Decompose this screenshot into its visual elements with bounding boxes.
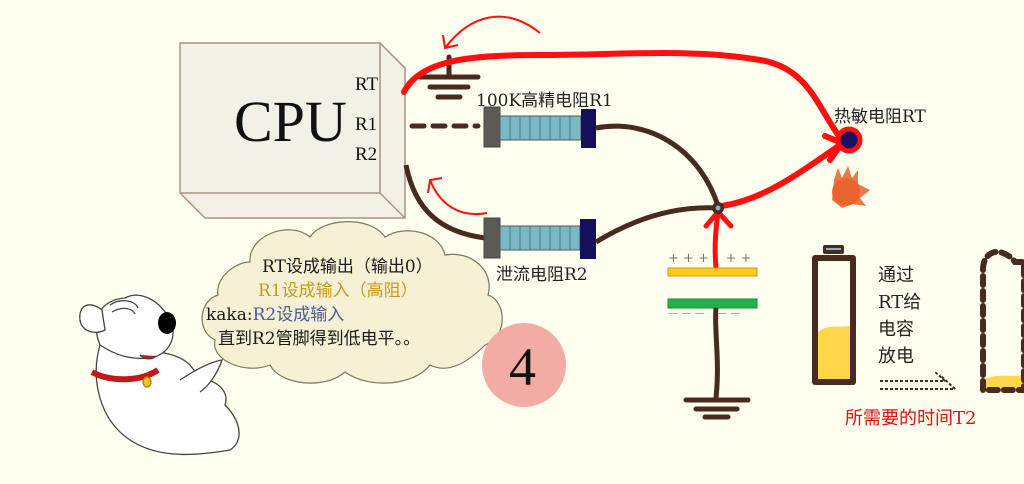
discharge-line-4: 放电 xyxy=(878,346,914,367)
discharge-text: 通过 RT给 电容 放电 xyxy=(878,262,921,370)
cloud-line-2: R1设成输入（高阻） xyxy=(258,280,418,302)
arrow-top xyxy=(444,15,541,49)
resistor-r2 xyxy=(483,217,596,259)
thermistor-label: 热敏电阻RT xyxy=(834,107,926,127)
speech-cloud xyxy=(201,221,503,384)
step-badge-circle xyxy=(482,323,566,407)
ground-symbol-bottom xyxy=(683,397,751,420)
battery-empty-icon xyxy=(980,249,1024,393)
r1-label: 100K高精电阻R1 xyxy=(476,91,613,111)
wire-r2-junction xyxy=(594,205,719,245)
capacitor xyxy=(667,267,758,399)
capacitor-plus-marks: + + + + + xyxy=(668,251,752,266)
cpu-label: CPU xyxy=(234,89,347,154)
heat-flame-icon xyxy=(832,166,870,208)
pin-r1-label: R1 xyxy=(355,114,378,135)
cloud-line-4-text: 直到R2管脚得到低电平。。 xyxy=(218,329,421,349)
cloud-line-3: kaka:R2设成输入 xyxy=(206,304,344,326)
cloud-line-3-prefix: kaka: xyxy=(206,305,253,325)
discharge-line-3: 电容 xyxy=(878,319,914,340)
r2-label: 泄流电阻R2 xyxy=(496,265,588,285)
cloud-line-1: RT设成输出（输出0） xyxy=(262,256,433,278)
step-badge-number: 4 xyxy=(509,337,536,397)
cpu-chip xyxy=(179,42,406,219)
pin-rt-label: RT xyxy=(355,74,379,95)
wire-r2-cpu xyxy=(403,164,486,241)
cloud-line-1-text: RT设成输出（输出0） xyxy=(262,257,433,277)
red-wire-rt xyxy=(401,49,845,143)
dotted-arrow xyxy=(880,371,958,390)
discharge-line-1: 通过 xyxy=(878,265,914,286)
pin-r2-label: R2 xyxy=(355,144,378,165)
discharge-time-caption: 所需要的时间T2 xyxy=(845,408,977,429)
thermistor-rt xyxy=(835,126,863,154)
cloud-line-4: 直到R2管脚得到低电平。。 xyxy=(218,328,420,350)
cartoon-dog xyxy=(79,294,240,456)
arrow-r2 xyxy=(429,179,488,216)
cloud-line-2-text: R1设成输入（高阻） xyxy=(258,281,418,301)
battery-full-icon xyxy=(812,245,856,385)
wire-r1-junction xyxy=(595,123,721,207)
red-wire-junction-rt xyxy=(719,142,843,209)
capacitor-minus-marks: — — — — — xyxy=(668,308,741,319)
resistor-r1 xyxy=(483,106,596,148)
discharge-line-2: RT给 xyxy=(878,292,922,313)
cloud-line-3-text: R2设成输入 xyxy=(252,305,345,325)
